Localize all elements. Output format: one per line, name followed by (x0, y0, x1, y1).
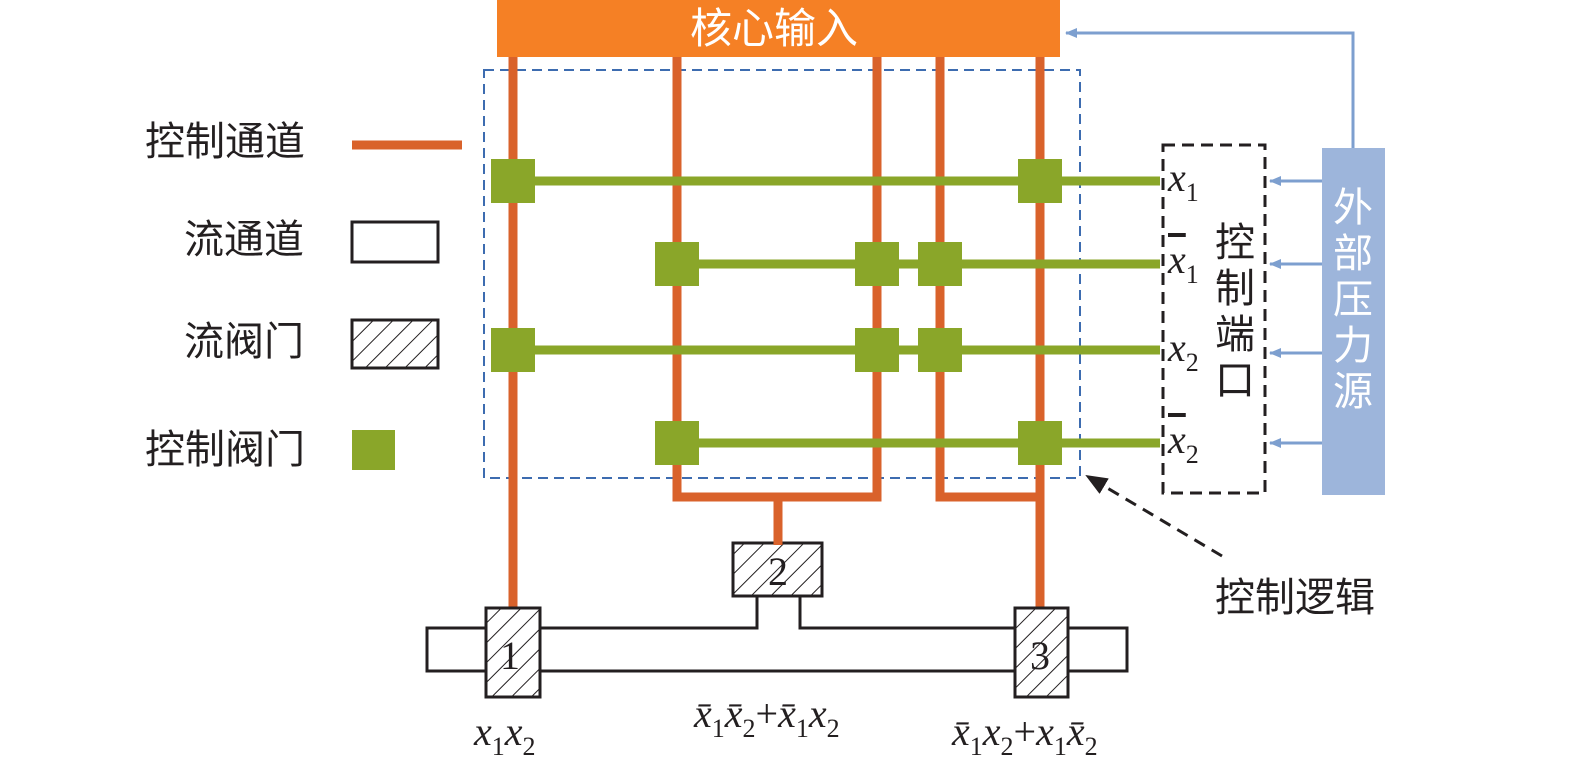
control-valve (655, 242, 699, 286)
math-var: x (982, 709, 1001, 754)
legend-flow-valve-swatch (350, 318, 440, 370)
input-x1-bar: x1 (1168, 240, 1199, 288)
control-valves (491, 159, 1062, 465)
math-var: x̄ (952, 709, 970, 754)
legend-flow-channel: 流通道 (184, 217, 304, 263)
label-char: 部 (1333, 231, 1373, 277)
legend-flow-valve: 流阀门 (184, 319, 304, 365)
math-var: x (1036, 709, 1054, 754)
pressure-source-label: 外部压力源 (1330, 185, 1376, 415)
input-x2: x2 (1168, 328, 1199, 376)
legend-flow-channel-swatch (350, 220, 440, 264)
legend-control-valve: 控制阀门 (145, 427, 305, 473)
control-logic-label: 控制逻辑 (1215, 575, 1375, 621)
core-input-bar (497, 0, 1060, 57)
control-valve (855, 328, 899, 372)
label-char: 制 (1215, 266, 1255, 312)
math-sub: 2 (826, 714, 840, 743)
math-sub: 1 (711, 714, 725, 743)
math-var: x̄ (694, 691, 712, 736)
input-x2-bar: x2 (1168, 420, 1199, 468)
valve-number-3: 3 (1030, 633, 1050, 678)
math-sub: 1 (795, 714, 809, 743)
math-op: + (755, 691, 779, 736)
math-var: x (474, 709, 492, 754)
control-logic-pointer (1085, 474, 1223, 558)
var: x (1168, 237, 1186, 282)
valve-number-2: 2 (768, 549, 788, 594)
math-op: + (1013, 709, 1037, 754)
label-char: 控 (1215, 220, 1255, 266)
control-valve (655, 421, 699, 465)
var: x (1168, 325, 1186, 370)
math-var: x̄ (778, 691, 796, 736)
control-logic-region (483, 69, 1081, 479)
math-var: x̄ (1066, 709, 1085, 754)
valve-expression-3: x̄1x2+x1x̄2 (952, 712, 1098, 760)
legend-control-channel: 控制通道 (145, 119, 305, 165)
flow-valve-3 (1013, 606, 1070, 699)
pressure-source-box (1322, 148, 1385, 495)
math-sub: 1 (1053, 732, 1067, 761)
control-valve (918, 328, 962, 372)
core-input-title: 核心输入 (690, 4, 859, 53)
control-valve (918, 242, 962, 286)
label-char: 口 (1215, 358, 1255, 404)
math-sub: 1 (491, 732, 505, 761)
var: x (1168, 417, 1186, 462)
valve-expression-2: x̄1x̄2+x̄1x2 (694, 694, 840, 742)
sub: 2 (1185, 348, 1199, 377)
flow-valve-2 (731, 541, 824, 598)
sub: 2 (1185, 440, 1199, 469)
valve-expression-1: x1x2 (474, 712, 536, 760)
legend-control-valve-swatch (352, 430, 395, 470)
flow-valve-1 (484, 606, 542, 699)
label-char: 外 (1333, 185, 1373, 231)
valve-number-1: 1 (500, 633, 520, 678)
label-char: 力 (1333, 323, 1373, 369)
math-sub: 2 (522, 732, 536, 761)
label-char: 压 (1333, 277, 1373, 323)
control-port-box (1161, 143, 1267, 495)
control-valve (1018, 421, 1062, 465)
math-sub: 1 (969, 732, 983, 761)
flow-channel (425, 543, 1129, 673)
control-lines (513, 176, 1160, 448)
math-var: x (808, 691, 827, 736)
control-valve (491, 159, 535, 203)
math-var: x (504, 709, 523, 754)
control-valve (1018, 159, 1062, 203)
pressure-arrows (1065, 28, 1355, 448)
control-valve (491, 328, 535, 372)
math-sub: 2 (1000, 732, 1014, 761)
sub: 1 (1185, 260, 1199, 289)
var: x (1168, 155, 1186, 200)
label-char: 源 (1333, 369, 1373, 415)
control-valve (855, 242, 899, 286)
sub: 1 (1185, 178, 1199, 207)
math-sub: 2 (1084, 732, 1098, 761)
math-sub: 2 (742, 714, 756, 743)
input-x1: x1 (1168, 158, 1199, 206)
control-port-label: 控制端口 (1212, 220, 1258, 404)
label-char: 端 (1215, 312, 1255, 358)
math-var: x̄ (724, 691, 743, 736)
